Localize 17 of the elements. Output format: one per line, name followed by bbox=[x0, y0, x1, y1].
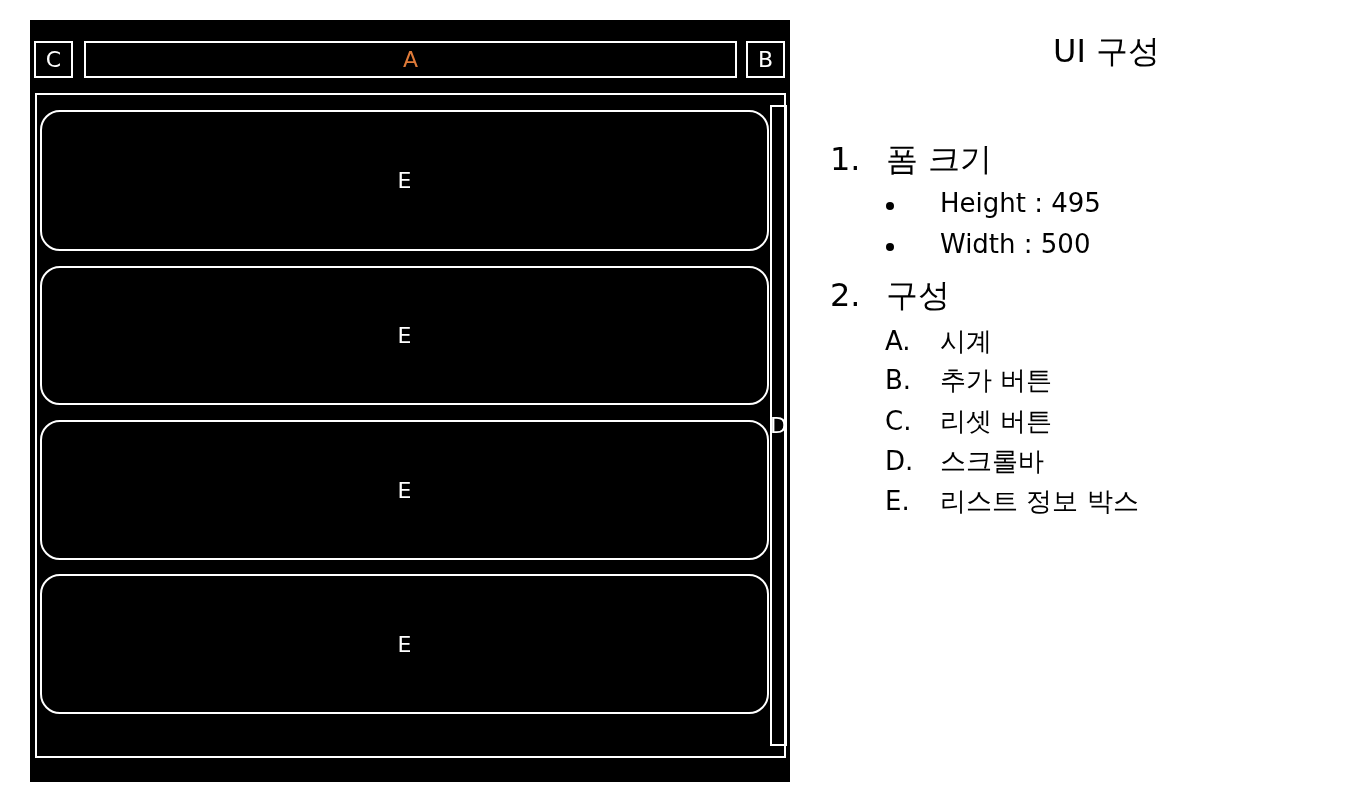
list-info-card: E bbox=[40, 574, 769, 714]
list-item: A. 시계 bbox=[885, 325, 992, 358]
list-item: D. 스크롤바 bbox=[885, 445, 1044, 478]
title: UI 구성 bbox=[1053, 31, 1161, 72]
clock-bar: A bbox=[84, 41, 737, 78]
list-info-card: E bbox=[40, 420, 769, 560]
list-item: E. 리스트 정보 박스 bbox=[885, 485, 1139, 518]
list-item: B. 추가 버튼 bbox=[885, 364, 1053, 397]
square-button: C bbox=[34, 41, 73, 78]
list-item: 2. 구성 bbox=[830, 275, 950, 316]
square-button: B bbox=[746, 41, 785, 78]
list-item: 1. 폼 크기 bbox=[830, 139, 993, 180]
list-item: Width : 500 bbox=[940, 229, 1091, 259]
list-item: Height : 495 bbox=[940, 188, 1101, 218]
list-info-card: E bbox=[40, 266, 769, 405]
list-item: C. 리셋 버튼 bbox=[885, 405, 1053, 438]
list-info-card: E bbox=[40, 110, 769, 251]
